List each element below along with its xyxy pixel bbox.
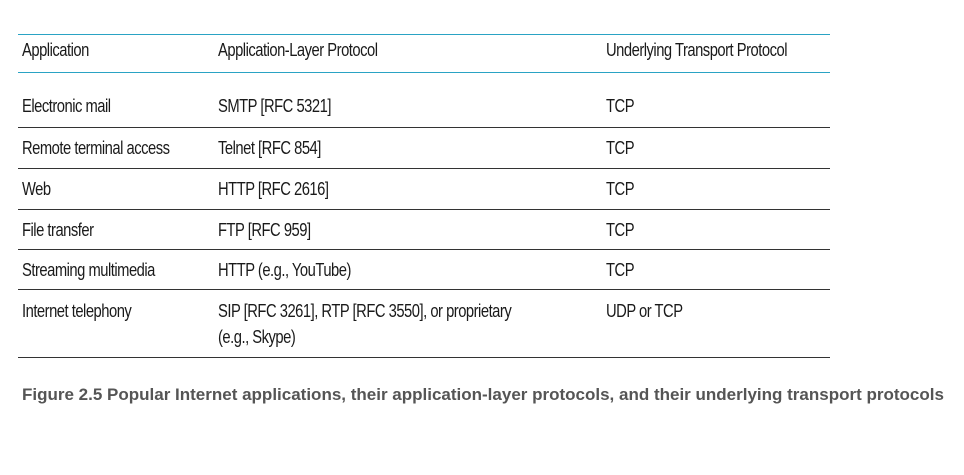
row-divider xyxy=(18,289,830,290)
cell-protocol: HTTP [RFC 2616] xyxy=(218,179,329,199)
header-application: Application xyxy=(22,40,89,60)
table-top-rule xyxy=(18,34,830,35)
cell-protocol: SMTP [RFC 5321] xyxy=(218,96,331,116)
cell-application: Remote terminal access xyxy=(22,138,170,158)
cell-protocol: HTTP (e.g., YouTube) xyxy=(218,260,351,280)
header-app-layer-protocol: Application-Layer Protocol xyxy=(218,40,378,60)
cell-application: Electronic mail xyxy=(22,96,111,116)
cell-protocol: SIP [RFC 3261], RTP [RFC 3550], or propr… xyxy=(218,301,512,321)
cell-protocol: Telnet [RFC 854] xyxy=(218,138,321,158)
cell-transport: TCP xyxy=(606,220,635,240)
cell-application: Internet telephony xyxy=(22,301,132,321)
table-bottom-rule xyxy=(18,357,830,358)
cell-application: File transfer xyxy=(22,220,94,240)
cell-protocol: FTP [RFC 959] xyxy=(218,220,311,240)
row-divider xyxy=(18,127,830,128)
table-header-rule xyxy=(18,72,830,73)
header-transport-protocol: Underlying Transport Protocol xyxy=(606,40,787,60)
cell-transport: TCP xyxy=(606,138,635,158)
cell-transport: TCP xyxy=(606,96,635,116)
figure-caption: Figure 2.5 Popular Internet applications… xyxy=(22,385,944,404)
cell-protocol-continued: (e.g., Skype) xyxy=(218,327,296,347)
row-divider xyxy=(18,168,830,169)
cell-application: Streaming multimedia xyxy=(22,260,155,280)
row-divider xyxy=(18,249,830,250)
cell-transport: TCP xyxy=(606,260,635,280)
cell-transport: UDP or TCP xyxy=(606,301,683,321)
row-divider xyxy=(18,209,830,210)
cell-application: Web xyxy=(22,179,51,199)
cell-transport: TCP xyxy=(606,179,635,199)
table-header-row: Application Application-Layer Protocol U… xyxy=(18,38,830,68)
